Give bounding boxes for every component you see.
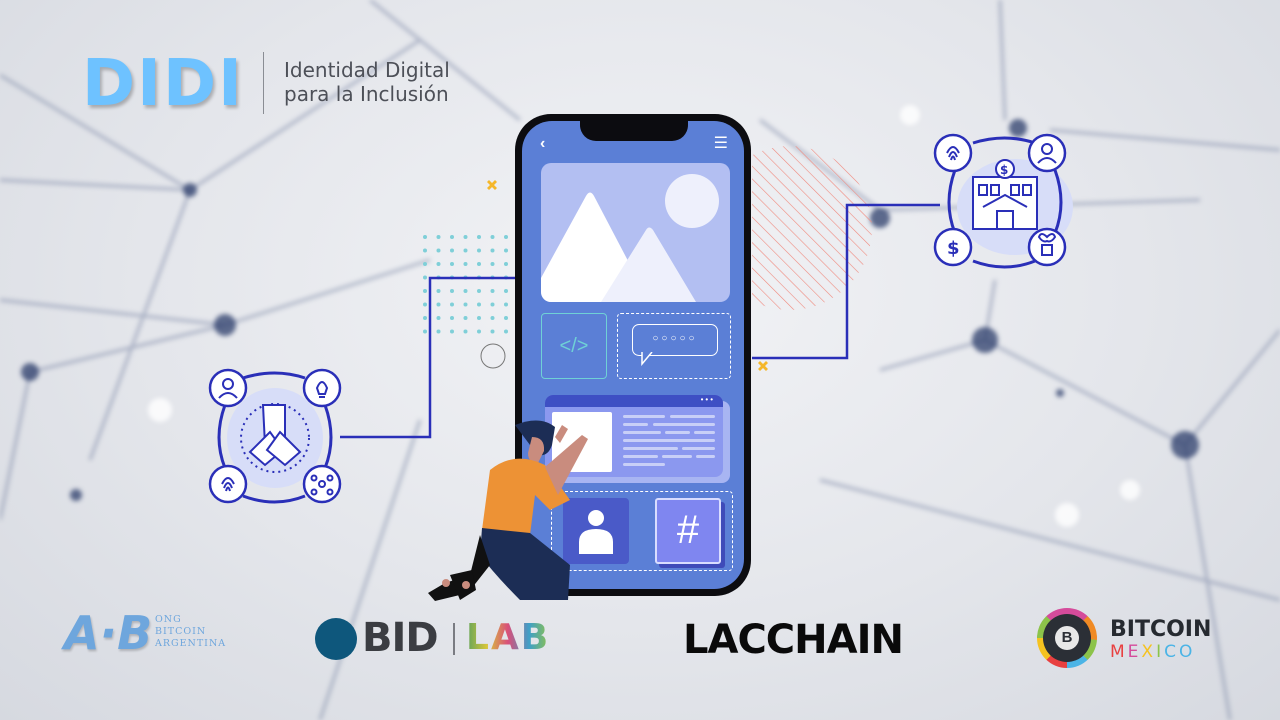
mexico-letter: X [1141,642,1157,662]
mexico-letter: I [1156,642,1165,662]
svg-text:$: $ [1000,163,1008,177]
hashtag-icon[interactable]: # [655,498,721,564]
didi-tagline: Identidad Digital para la Inclusión [284,58,450,106]
bid-lab-text: LAB [466,612,550,664]
image-placeholder [541,163,730,302]
text-line [623,415,665,418]
bitcoin-mexico-subtitle: MEXICO [1110,642,1195,662]
ab-line-2: BITCOIN [155,626,207,637]
profile-tile[interactable] [563,498,629,564]
text-line [623,423,648,426]
text-line [662,455,692,458]
ab-logo-mark: A·B [64,606,153,660]
hamburger-menu-icon[interactable]: ☰ [713,135,728,152]
text-line [670,415,715,418]
back-arrow-icon[interactable]: ‹ [540,135,546,152]
chat-area: ○○○○○ [617,313,731,379]
text-line [623,463,665,466]
phone-screen: ‹ ☰ </> ○○○○○ ••• [522,121,744,589]
mexico-letter: M [1110,642,1128,662]
mexico-letter: E [1127,642,1142,662]
right-hub-diagram: $ $ [933,133,1073,269]
mountain-image-icon [541,174,719,302]
mexico-letter: O [1178,642,1196,662]
chat-bubble-icon[interactable]: ○○○○○ [632,324,718,356]
mexico-letter: C [1164,642,1179,662]
phone-notch [580,121,688,141]
person-illustration [428,420,588,601]
ab-line-3: ARGENTINA [155,638,227,649]
text-line [623,455,658,458]
lacchain-logo: LACCHAIN [683,617,904,663]
bitcoin-symbol-icon: B [1055,626,1079,650]
left-hub-diagram [208,368,342,504]
text-line [694,431,715,434]
text-line [653,423,715,426]
tagline-line-2: para la Inclusión [284,82,449,106]
user-icon [579,510,613,554]
phone-mockup: ‹ ☰ </> ○○○○○ ••• [515,114,751,596]
ong-bitcoin-argentina-text: ONG BITCOIN ARGENTINA [155,614,226,650]
svg-text:$: $ [947,238,960,259]
bitcoin-mexico-emblem: B [1037,608,1097,668]
text-line [665,431,690,434]
text-line [623,431,661,434]
bitcoin-mexico-title: BITCOIN [1110,617,1212,642]
ab-line-1: ONG [155,614,182,625]
text-line [682,447,715,450]
header-divider [263,52,264,114]
emblem-inner: B [1043,614,1091,662]
text-line [623,439,715,442]
text-line [623,447,678,450]
bubble-tail [641,352,653,366]
tagline-line-1: Identidad Digital [284,58,450,82]
bid-globe-icon [315,618,357,660]
bid-logo-text: BID [362,615,439,661]
bottom-tiles: # [551,491,733,571]
didi-logo: DIDI [82,47,244,121]
window-titlebar: ••• [545,395,723,407]
code-icon[interactable]: </> [541,313,607,379]
bid-divider [453,623,455,655]
text-line [696,455,715,458]
